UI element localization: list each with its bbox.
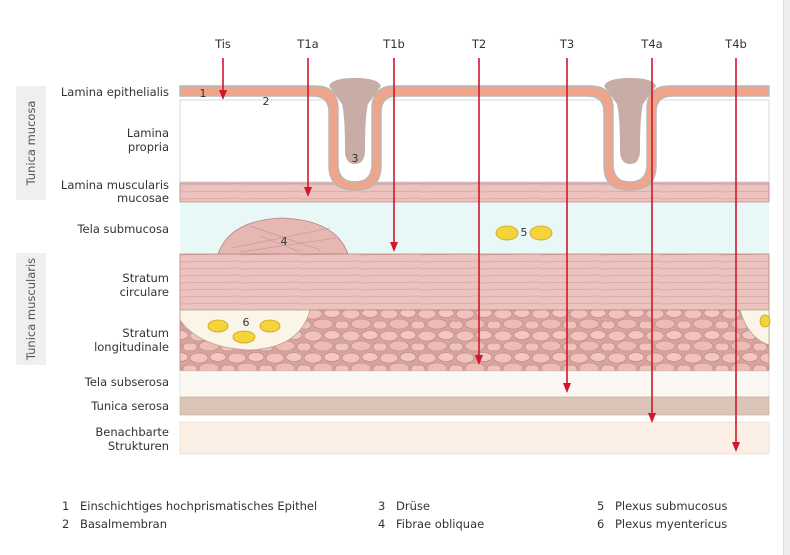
layer-label-benachbarte-1: Benachbarte [95,425,169,439]
layer-label-longitudinale-2: longitudinale [94,340,169,354]
stage-label-t4a: T4a [640,37,662,51]
legend-num: 5 [597,499,605,513]
stage-t3: T3 [559,37,574,393]
stage-label-t1b: T1b [382,37,405,51]
legend-text: Basalmembran [80,517,168,531]
fibrae-obliquae [217,217,349,255]
legend: 1 Einschichtiges hochprismatisches Epithe… [62,499,762,539]
layer-label-muscularis-mucosae-1: Lamina muscularis [61,178,169,192]
layer-label-muscularis-mucosae-2: mucosae [117,191,169,205]
layer-label-circulare-1: Stratum [122,271,169,285]
stage-label-t3: T3 [559,37,574,51]
stage-t4b: T4b [724,37,747,452]
stage-label-t2: T2 [471,37,486,51]
stage-arrow-t1b [390,242,398,252]
legend-num: 3 [378,499,386,513]
stage-label-tis: Tis [214,37,231,51]
stage-t4a: T4a [640,37,663,423]
window-edge [783,0,790,555]
mucosa-group-label: Tunica mucosa [24,101,38,187]
legend-num: 2 [62,517,70,531]
subserosa-band [179,370,770,398]
plexus-submucosus-cell [495,225,519,241]
marker-3: 3 [352,152,359,165]
layer-label-epithelialis: Lamina epithelialis [61,85,169,99]
stage-arrow-t4b [732,442,740,452]
legend-text: Drüse [396,499,430,513]
legend-item: 4 Fibrae obliquae [378,517,484,531]
marker-4: 4 [281,235,288,248]
legend-item: 1 Einschichtiges hochprismatisches Epithe… [62,499,317,513]
layer-label-propria-1: Lamina [127,126,169,140]
plexus-myentericus-cell [759,314,771,328]
legend-item: 2 Basalmembran [62,517,167,531]
adjacent-structures-band [179,421,770,455]
stage-arrow-tis [219,90,227,100]
layer-label-propria-2: propria [128,140,169,154]
stage-tis: Tis [214,37,231,100]
serosa-band [179,396,770,416]
stage-label-t1a: T1a [296,37,318,51]
mucosa-group-tab [16,86,46,200]
layer-label-circulare-2: circulare [120,285,169,299]
marker-6: 6 [243,316,250,329]
legend-text: Plexus myentericus [615,517,728,531]
plexus-submucosus-cell [529,225,553,241]
plexus-myentericus-left [180,309,311,351]
stage-t2: T2 [471,37,486,365]
plexus-myentericus-cell [232,330,256,344]
stratum-circulare-band [179,253,770,311]
muscularis-group-label: Tunica muscularis [24,258,38,361]
layer-label-longitudinale-1: Stratum [122,326,169,340]
lamina-propria-band [179,99,770,183]
marker-2: 2 [263,95,270,108]
layer-label-benachbarte-2: Strukturen [108,439,169,453]
stage-arrow-t3 [563,383,571,393]
muscularis-mucosae-band [179,182,770,203]
marker-5: 5 [521,226,528,239]
plexus-myentericus-cell [259,319,281,333]
marker-1: 1 [200,87,207,100]
legend-text: Plexus submucosus [615,499,728,513]
legend-num: 1 [62,499,70,513]
legend-text: Fibrae obliquae [396,517,485,531]
legend-item: 3 Drüse [378,499,430,513]
stage-arrow-t2 [475,355,483,365]
layer-label-submucosa: Tela submucosa [76,222,169,236]
stage-label-t4b: T4b [724,37,747,51]
stage-t1a: T1a [296,37,319,197]
plexus-myentericus-cell [207,319,229,333]
legend-text: Einschichtiges hochprismatisches Epithel [80,499,318,513]
legend-item: 6 Plexus myentericus [597,517,727,531]
legend-item: 5 Plexus submucosus [597,499,727,513]
legend-num: 6 [597,517,605,531]
layer-label-serosa: Tunica serosa [90,399,169,413]
muscularis-group-tab [16,253,46,365]
stage-t1b: T1b [382,37,405,252]
stage-arrow-t1a [304,187,312,197]
legend-num: 4 [378,517,386,531]
layer-label-subserosa: Tela subserosa [84,375,169,389]
stage-arrow-t4a [648,413,656,423]
